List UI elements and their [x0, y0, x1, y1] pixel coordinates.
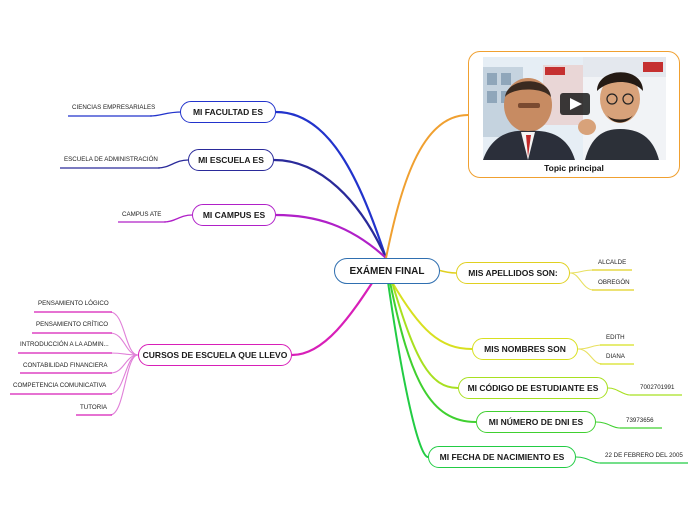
leaf-curso[interactable]: PENSAMIENTO CRÍTICO [36, 321, 109, 328]
leaf-curso[interactable]: CONTABILIDAD FINANCIERA [23, 362, 108, 369]
leaf-curso[interactable]: TUTORIA [80, 404, 108, 411]
branch-codigo[interactable]: MI CÓDIGO DE ESTUDIANTE ES [458, 377, 608, 399]
branch-nombres-label: MIS NOMBRES SON [484, 344, 566, 354]
branch-cursos[interactable]: CURSOS DE ESCUELA QUE LLEVO [138, 344, 292, 366]
branch-codigo-label: MI CÓDIGO DE ESTUDIANTE ES [467, 383, 599, 393]
branch-campus[interactable]: MI CAMPUS ES [192, 204, 276, 226]
branch-apellidos-label: MIS APELLIDOS SON: [468, 268, 558, 278]
central-topic-label: EXÁMEN FINAL [349, 265, 425, 277]
connector-escuela [273, 158, 388, 259]
branch-cursos-label: CURSOS DE ESCUELA QUE LLEVO [142, 350, 288, 360]
leaf-nombre[interactable]: DIANA [606, 353, 625, 360]
topic-caption: Topic principal [544, 163, 604, 173]
branch-campus-label: MI CAMPUS ES [202, 210, 266, 220]
branch-dni[interactable]: MI NÚMERO DE DNI ES [476, 411, 596, 433]
topic-image-card[interactable]: Topic principal [468, 51, 680, 178]
branch-dni-label: MI NÚMERO DE DNI ES [488, 417, 584, 427]
branch-facultad[interactable]: MI FACULTAD ES [180, 101, 276, 123]
leaf-curso[interactable]: COMPETENCIA COMUNICATIVA [13, 382, 107, 389]
central-topic[interactable]: EXÁMEN FINAL [334, 258, 440, 284]
connector-topic [385, 114, 469, 259]
branch-facultad-label: MI FACULTAD ES [192, 107, 264, 117]
branch-apellidos[interactable]: MIS APELLIDOS SON: [456, 262, 570, 284]
connector-codigo [391, 281, 459, 389]
connector-campus [275, 213, 387, 259]
connector-nacimiento [387, 281, 429, 458]
connector-dni [389, 281, 477, 423]
branch-nombres[interactable]: MIS NOMBRES SON [472, 338, 578, 360]
branch-escuela-label: MI ESCUELA ES [198, 155, 264, 165]
leaf-curso[interactable]: PENSAMIENTO LÓGICO [38, 300, 109, 307]
connector-apellidos [437, 269, 457, 274]
leaf-codigo[interactable]: 7002701991 [640, 384, 675, 391]
leaf-nacimiento[interactable]: 22 DE FEBRERO DEL 2005 [605, 452, 683, 459]
branch-nacimiento[interactable]: MI FECHA DE NACIMIENTO ES [428, 446, 576, 468]
topic-video-thumbnail[interactable] [483, 57, 666, 160]
video-thumbnail-picture [483, 57, 666, 160]
branch-escuela[interactable]: MI ESCUELA ES [188, 149, 274, 171]
leaf-escuela[interactable]: ESCUELA DE ADMINISTRACIÓN [64, 156, 158, 163]
leaf-curso[interactable]: INTRODUCCIÓN A LA ADMIN... [20, 341, 109, 348]
leaf-facultad[interactable]: CIENCIAS EMPRESARIALES [72, 104, 156, 111]
connector-nombres [391, 281, 473, 350]
leaf-apellido[interactable]: ALCALDE [598, 259, 627, 266]
branch-nacimiento-label: MI FECHA DE NACIMIENTO ES [439, 452, 565, 462]
connector-facultad [275, 110, 388, 259]
leaf-nombre[interactable]: EDITH [606, 334, 625, 341]
leaf-campus[interactable]: CAMPUS ATE [122, 211, 162, 218]
leaf-apellido[interactable]: OBREGÓN [598, 279, 630, 286]
leaf-dni[interactable]: 73973656 [626, 417, 654, 424]
